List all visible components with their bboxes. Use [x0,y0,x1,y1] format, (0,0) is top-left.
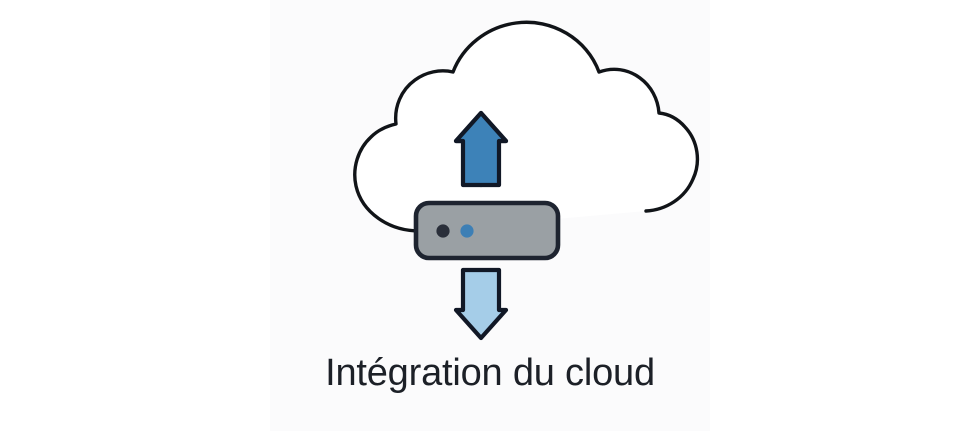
upload-arrow-body [453,110,509,188]
server-bar-icon [413,200,561,261]
cloud-outline-path [353,20,700,233]
server-bar-body [413,200,561,261]
server-led-blue-icon [460,224,474,238]
download-arrow-shape [453,267,509,341]
page-title: Intégration du cloud [325,352,655,394]
server-led-dark-icon [436,224,450,238]
download-arrow-icon [453,267,509,341]
cloud-icon [353,20,700,233]
cloud-integration-illustration [270,0,710,431]
upload-arrow-icon [453,110,509,188]
